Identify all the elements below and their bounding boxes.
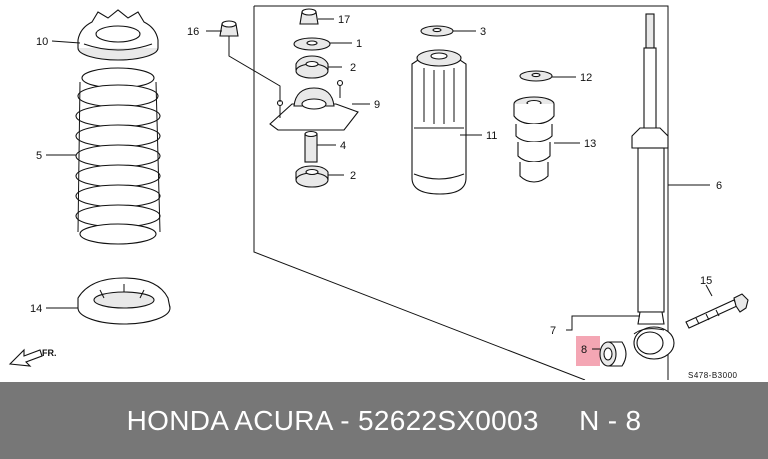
leader-lines xyxy=(46,18,713,350)
callout-8: 8 xyxy=(581,344,587,356)
callout-2-upper: 2 xyxy=(350,62,356,74)
front-direction-arrow: FR. xyxy=(8,348,57,367)
callout-3: 3 xyxy=(480,26,486,38)
banner-text: HONDA ACURA - 52622SX0003 N - 8 xyxy=(126,404,642,436)
part-14-lower-seat xyxy=(77,277,171,325)
part-17-nut xyxy=(299,8,319,25)
callout-17: 17 xyxy=(338,14,350,26)
part-1-washer xyxy=(293,37,331,51)
callout-7: 7 xyxy=(550,325,556,337)
callout-16: 16 xyxy=(187,26,199,38)
callout-5: 5 xyxy=(36,150,42,162)
part-8-bushing xyxy=(576,336,627,367)
part-10-spring-seat xyxy=(77,9,159,61)
callout-9: 9 xyxy=(374,99,380,111)
direction-label: FR. xyxy=(42,348,57,358)
callout-2-lower: 2 xyxy=(350,170,356,182)
callout-13: 13 xyxy=(584,138,596,150)
part-number-banner: HONDA ACURA - 52622SX0003 N - 8 xyxy=(0,382,768,459)
part-16-nut xyxy=(219,20,239,37)
part-15-bolt xyxy=(685,293,749,329)
part-9-mount-base xyxy=(269,79,359,131)
callout-14: 14 xyxy=(30,303,42,315)
part-4-collar xyxy=(304,130,318,163)
part-5-coil-spring xyxy=(75,67,161,245)
parts-diagram: FR. xyxy=(8,5,749,380)
callout-10: 10 xyxy=(36,36,48,48)
part-11-dust-cover xyxy=(411,49,467,195)
part-3-washer xyxy=(420,25,454,37)
callout-12: 12 xyxy=(580,72,592,84)
part-2-lower-bushing xyxy=(295,165,329,188)
callout-6: 6 xyxy=(716,180,722,192)
part-13-bump-stop xyxy=(513,96,555,183)
part-2-upper-bushing xyxy=(295,55,329,79)
part-6-shock-absorber xyxy=(631,13,675,360)
part-12-washer xyxy=(519,70,553,82)
callouts: 10 5 14 16 17 1 2 9 4 2 3 11 12 13 6 15 … xyxy=(30,14,722,356)
part-8-highlight xyxy=(576,336,600,366)
callout-4: 4 xyxy=(340,140,346,152)
drawing-code: S478-B3000 xyxy=(688,371,738,380)
assembly-outline xyxy=(253,5,669,380)
callout-15: 15 xyxy=(700,275,712,287)
callout-11: 11 xyxy=(486,130,497,142)
callout-1: 1 xyxy=(356,38,362,50)
